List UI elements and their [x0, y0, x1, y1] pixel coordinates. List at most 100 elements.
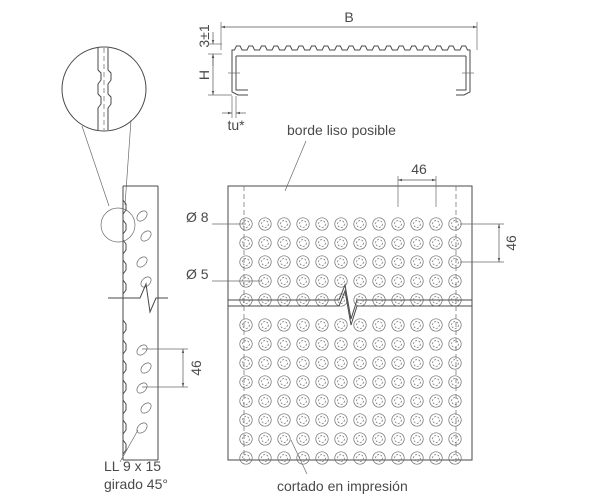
perforation-hole: [258, 255, 272, 269]
side-slot: [140, 362, 152, 374]
perforation-hole: [277, 394, 291, 408]
perforation-hole: [448, 394, 462, 408]
dim-3-label: 3±1: [196, 24, 212, 47]
perforation-hole: [277, 356, 291, 370]
perforation-hole: [277, 451, 291, 465]
perforation-hole: [429, 394, 443, 408]
perforation-hole: [353, 451, 367, 465]
perforation-hole: [258, 337, 272, 351]
perforation-hole: [429, 337, 443, 351]
perforation-hole: [277, 274, 291, 288]
perforation-hole: [258, 375, 272, 389]
perforation-hole: [410, 274, 424, 288]
perforation-hole: [258, 217, 272, 231]
dim-46-right-label: 46: [503, 235, 519, 251]
perforation-hole: [277, 236, 291, 250]
perforation-hole: [239, 375, 253, 389]
perforation-hole: [372, 451, 386, 465]
perforation-hole: [372, 432, 386, 446]
perforation-hole: [277, 432, 291, 446]
perforation-hole: [372, 274, 386, 288]
hole-grid: [239, 217, 462, 465]
perforation-hole: [429, 236, 443, 250]
perforation-hole: [334, 337, 348, 351]
side-slot: [140, 276, 152, 288]
diam-8-label: Ø 8: [186, 209, 209, 225]
perforation-hole: [239, 413, 253, 427]
side-break-line: [108, 282, 168, 314]
profile-view: B 3±1 H tu*: [196, 9, 478, 133]
perforation-hole: [239, 236, 253, 250]
perforation-hole: [277, 337, 291, 351]
perforation-hole: [258, 413, 272, 427]
perforation-hole: [296, 394, 310, 408]
perforation-hole: [258, 236, 272, 250]
perforation-hole: [315, 337, 329, 351]
dim-h-label: H: [196, 70, 212, 80]
detail-edge-left: [97, 48, 102, 130]
perforation-hole: [448, 432, 462, 446]
perforation-hole: [258, 394, 272, 408]
slot-label-line2: girado 45°: [104, 476, 168, 492]
perforation-hole: [239, 255, 253, 269]
perforation-hole: [334, 217, 348, 231]
perforation-hole: [391, 356, 405, 370]
perforation-hole: [296, 356, 310, 370]
perforation-hole: [296, 451, 310, 465]
perforation-hole: [391, 318, 405, 332]
perforation-hole: [448, 274, 462, 288]
perforation-hole: [296, 337, 310, 351]
side-view: 46: [100, 185, 204, 463]
detail-edge-right: [107, 48, 112, 130]
perforation-hole: [353, 236, 367, 250]
side-slot: [136, 422, 148, 434]
front-view: 46 46 Ø 8 Ø 5 borde liso posible: [186, 122, 519, 475]
perforation-hole: [296, 236, 310, 250]
detail-view: [61, 46, 147, 207]
dim-46-side-label: 46: [188, 360, 204, 376]
perforation-hole: [258, 356, 272, 370]
perforation-hole: [429, 274, 443, 288]
dim-b-label: B: [344, 9, 353, 25]
perforation-hole: [372, 394, 386, 408]
perforation-hole: [448, 375, 462, 389]
perforation-hole: [334, 451, 348, 465]
perforation-hole: [239, 318, 253, 332]
perforation-hole: [410, 217, 424, 231]
perforation-hole: [353, 217, 367, 231]
perforation-hole: [372, 413, 386, 427]
perforation-hole: [296, 255, 310, 269]
perforation-hole: [277, 413, 291, 427]
perforation-hole: [410, 451, 424, 465]
perforation-hole: [391, 337, 405, 351]
perforation-hole: [315, 451, 329, 465]
perforation-hole: [296, 274, 310, 288]
slot-label-line1: LL 9 x 15: [104, 458, 161, 474]
perforation-hole: [353, 318, 367, 332]
perforation-hole: [258, 432, 272, 446]
dim-tu-label: tu*: [227, 117, 245, 133]
perforation-hole: [239, 394, 253, 408]
perforation-hole: [353, 274, 367, 288]
front-break-line-2: [228, 289, 472, 326]
perforation-hole: [239, 432, 253, 446]
profile-top-line: [231, 45, 471, 56]
side-edge-profile: [122, 199, 127, 455]
front-break-line: [228, 283, 472, 320]
perforation-hole: [391, 236, 405, 250]
perforation-hole: [410, 413, 424, 427]
diam-5-label: Ø 5: [186, 266, 209, 282]
profile-right-leg: [456, 56, 471, 96]
perforation-hole: [372, 236, 386, 250]
profile-left-leg: [231, 56, 248, 96]
borde-liso-label: borde liso posible: [287, 122, 396, 138]
perforation-hole: [391, 413, 405, 427]
detail-circle: [61, 46, 147, 132]
side-slots: [136, 210, 152, 434]
perforation-hole: [258, 451, 272, 465]
side-slot: [136, 344, 148, 356]
side-slot: [136, 256, 148, 268]
side-slot: [140, 230, 152, 242]
perforation-hole: [296, 413, 310, 427]
perforation-hole: [239, 337, 253, 351]
